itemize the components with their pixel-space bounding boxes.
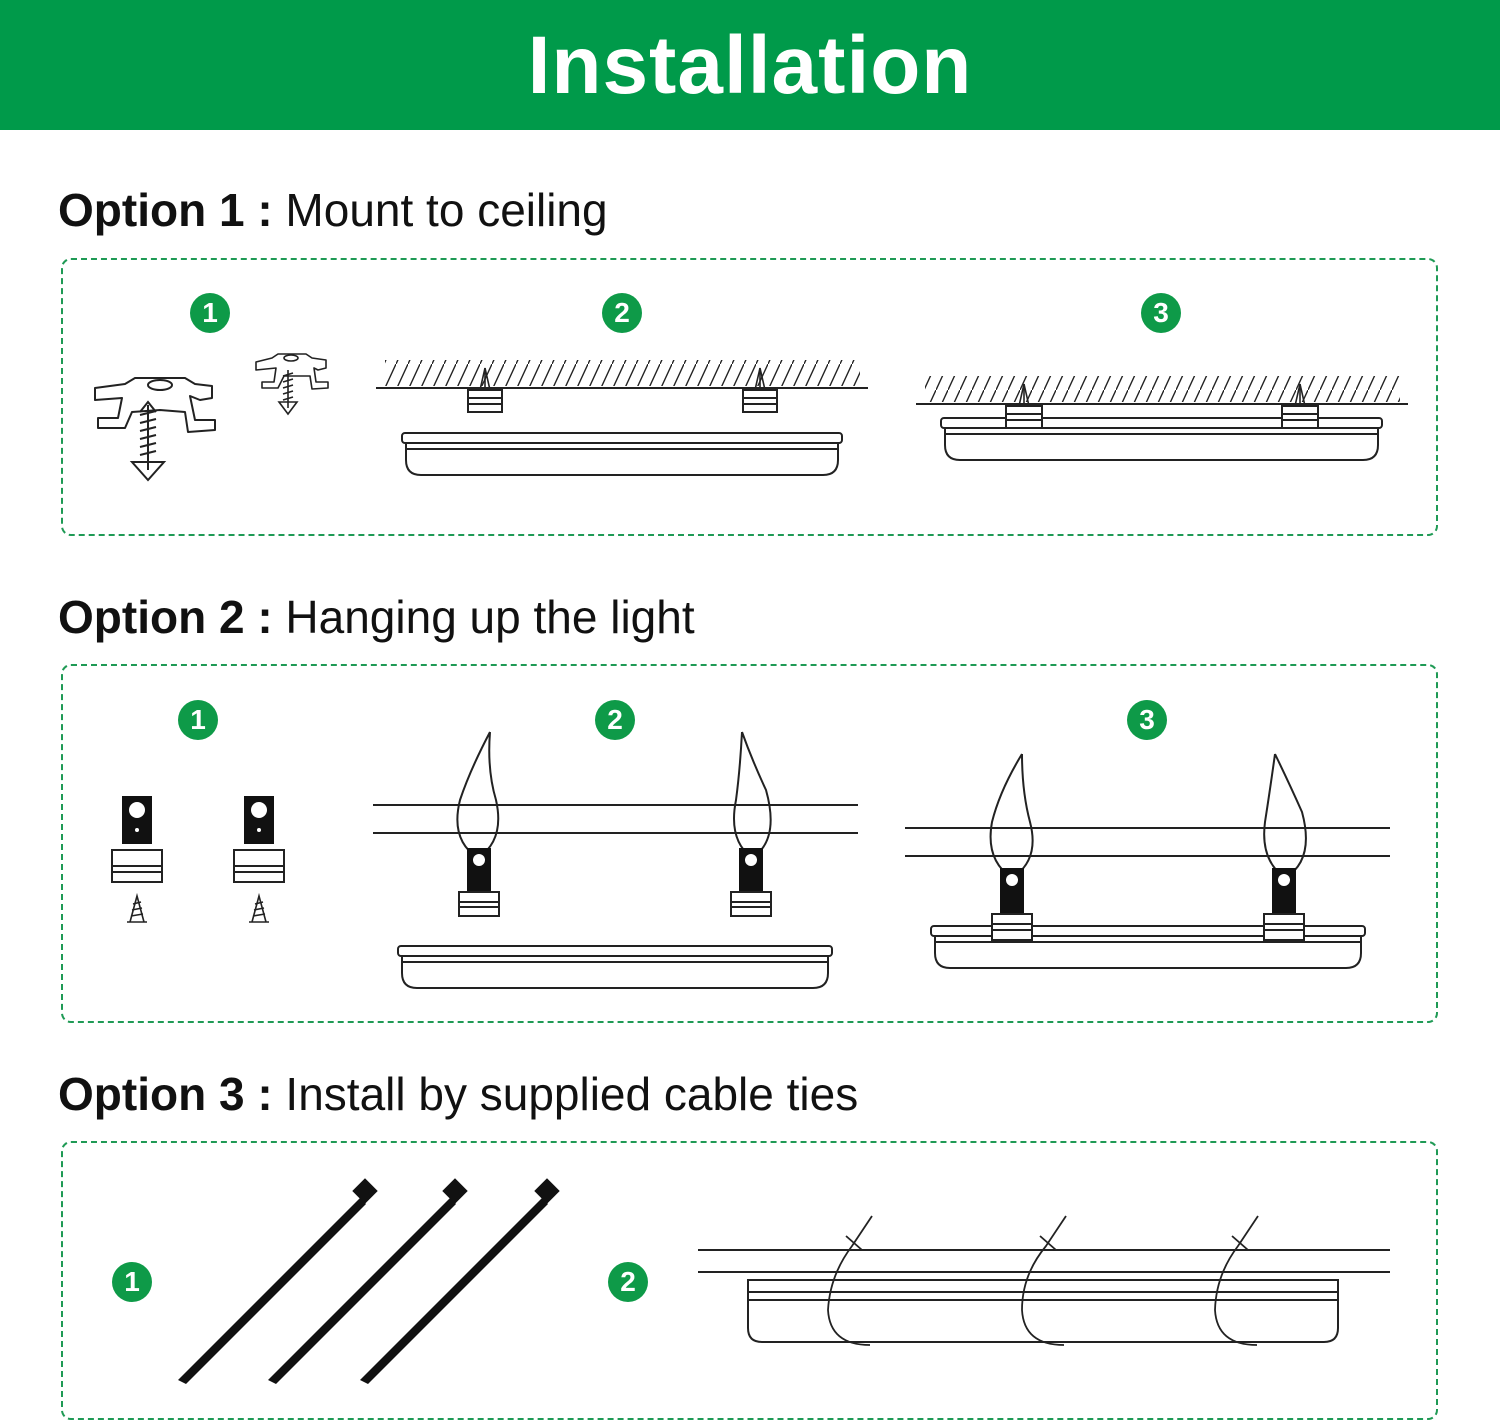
option-3-panel	[61, 1141, 1438, 1420]
screw-icon	[277, 370, 299, 416]
option-3-title: Install by supplied cable ties	[285, 1068, 859, 1120]
hanging-bracket-icon	[1000, 868, 1296, 914]
screw-icon	[127, 892, 269, 923]
hanging-bracket-icon	[458, 848, 772, 917]
screw-icon	[478, 367, 767, 391]
hanging-wire-icon	[905, 753, 1390, 880]
option-3-prefix: Option 3 :	[58, 1068, 273, 1120]
option-3-step-2-badge: 2	[608, 1262, 648, 1302]
option-1-step-2-badge: 2	[602, 293, 642, 333]
hanging-bracket-icon	[111, 796, 285, 883]
option-1-title: Mount to ceiling	[285, 184, 608, 236]
option-2-title: Hanging up the light	[285, 591, 695, 643]
option-3-step-1-badge: 1	[112, 1262, 152, 1302]
title-banner: Installation	[0, 0, 1500, 130]
option-1-heading: Option 1 : Mount to ceiling	[58, 182, 608, 238]
option-2-prefix: Option 2 :	[58, 591, 273, 643]
light-fixture-icon	[940, 417, 1383, 461]
mounting-clip-icon	[94, 377, 216, 433]
hanging-bracket-icon	[467, 389, 778, 413]
option-2-heading: Option 2 : Hanging up the light	[58, 589, 695, 645]
option-2-step-3-badge: 3	[1127, 700, 1167, 740]
option-2-step-2-badge: 2	[595, 700, 635, 740]
light-fixture-icon	[930, 913, 1366, 969]
cable-tie-icon	[827, 1215, 1259, 1346]
cable-tie-icon	[178, 1178, 560, 1384]
option-1-panel	[61, 258, 1438, 536]
hanging-wire-icon	[373, 731, 858, 860]
option-2-panel	[61, 664, 1438, 1023]
screw-icon	[1017, 383, 1307, 407]
hanging-bracket-icon	[1005, 405, 1319, 429]
screw-icon	[129, 400, 167, 482]
option-1-prefix: Option 1 :	[58, 184, 273, 236]
light-fixture-icon	[397, 945, 833, 989]
ceiling-hatch-icon	[376, 360, 868, 389]
light-fixture-icon	[747, 1279, 1339, 1343]
option-1-step-1-badge: 1	[190, 293, 230, 333]
option-2-step-1-badge: 1	[178, 700, 218, 740]
option-1-step-3-badge: 3	[1141, 293, 1181, 333]
ceiling-hatch-icon	[916, 376, 1408, 405]
page-title: Installation	[527, 20, 973, 111]
light-fixture-icon	[401, 432, 843, 476]
option-3-heading: Option 3 : Install by supplied cable tie…	[58, 1066, 858, 1122]
mounting-clip-icon	[255, 353, 329, 390]
hanging-wire-icon	[698, 1249, 1390, 1273]
